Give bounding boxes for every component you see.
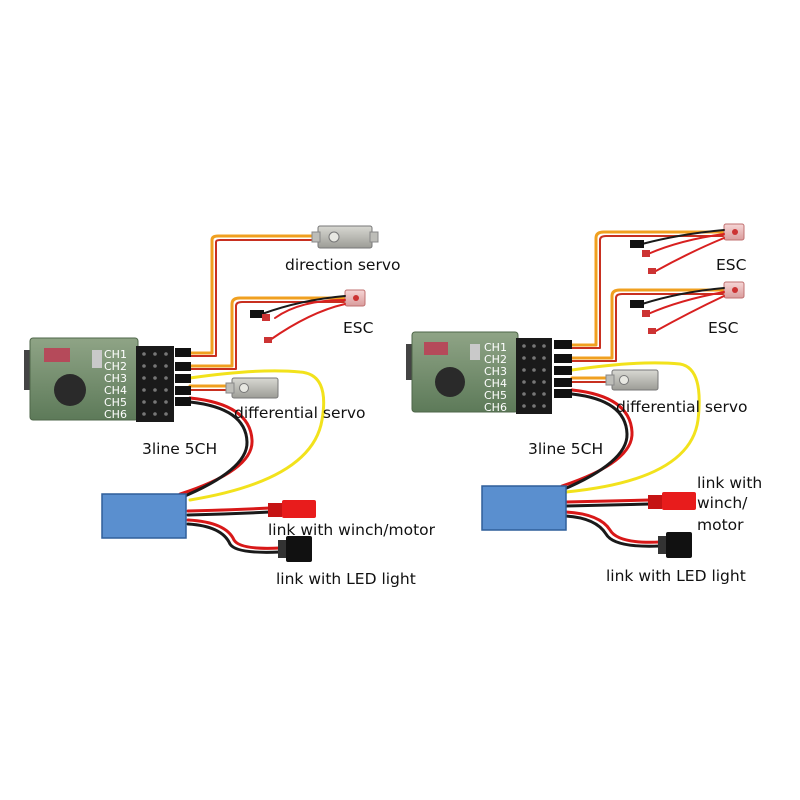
right-winch-label-line2: winch/ — [697, 494, 748, 512]
left-channel-label: CH4 — [104, 384, 127, 397]
right-esc-2-label: ESC — [708, 319, 738, 337]
left-switch-box — [101, 493, 187, 539]
left-ch2-wire-orange — [188, 296, 347, 368]
right-led-wire-red — [564, 510, 662, 544]
left-wires — [178, 234, 347, 554]
right-power-wire-black — [560, 392, 629, 492]
right-esc-2 — [630, 281, 745, 334]
right-pin-header — [516, 338, 552, 414]
right-ch1-wire-orange — [570, 230, 726, 347]
right-plug-ch5 — [554, 389, 572, 398]
left-yellow-wire — [188, 369, 326, 502]
right-switch-box — [481, 485, 567, 531]
right-receiver-chip — [435, 367, 465, 397]
left-winch-label: link with winch/motor — [268, 521, 436, 539]
right-pin-grid — [522, 344, 546, 408]
left-receiver: CH1 CH2 CH3 CH4 CH5 CH6 — [24, 337, 191, 422]
left-receiver-chip — [54, 374, 86, 406]
left-winch-wire-red — [186, 506, 272, 513]
left-direction-servo-label: direction servo — [285, 256, 401, 274]
left-led-wire-black — [186, 522, 282, 554]
left-power-wire-black — [178, 400, 249, 500]
right-winch-wire-red — [564, 498, 652, 504]
right-led-wire-black — [564, 514, 662, 548]
left-esc-label: ESC — [343, 319, 373, 337]
right-receiver-crystal — [470, 344, 480, 360]
left-esc — [250, 289, 366, 343]
right-channel-label: CH5 — [484, 389, 507, 402]
left-plug-ch5 — [175, 397, 191, 406]
left-plug-ch4 — [175, 386, 191, 395]
left-diagram: CH1 CH2 CH3 CH4 CH5 CH6 — [24, 225, 436, 588]
right-config-label: 3line 5CH — [528, 440, 603, 458]
right-receiver-antenna-stub — [406, 344, 412, 380]
left-winch-connector — [268, 500, 316, 518]
right-channel-label: CH2 — [484, 353, 507, 366]
left-ch2-wire-red — [189, 301, 346, 370]
left-ch1-wire-red — [189, 239, 323, 357]
right-esc-1-label: ESC — [716, 256, 746, 274]
right-esc-1 — [630, 223, 745, 274]
right-ch1-wire-red — [571, 235, 725, 349]
right-winch-label-line3: motor — [697, 516, 744, 534]
left-pin-header — [136, 346, 174, 422]
right-receiver-component — [424, 342, 448, 355]
left-receiver-crystal — [92, 350, 102, 368]
left-led-label: link with LED light — [276, 570, 416, 588]
left-channel-label: CH3 — [104, 372, 127, 385]
right-plug-ch3 — [554, 366, 572, 375]
left-direction-servo — [311, 225, 379, 249]
right-receiver: CH1 CH2 CH3 CH4 CH5 CH6 — [406, 331, 572, 414]
left-plug-ch3 — [175, 374, 191, 383]
left-differential-servo — [225, 377, 279, 399]
right-plug-ch2 — [554, 354, 572, 363]
right-wires — [560, 230, 726, 548]
left-ch1-wire-orange — [188, 234, 324, 355]
right-ch2-wire-orange — [570, 288, 726, 360]
right-plug-ch4 — [554, 378, 572, 387]
right-channel-label: CH1 — [484, 341, 507, 354]
right-differential-servo-label: differential servo — [616, 398, 748, 416]
left-channel-labels: CH1 CH2 CH3 CH4 CH5 CH6 — [104, 348, 127, 421]
left-channel-label: CH2 — [104, 360, 127, 373]
right-differential-servo — [605, 369, 659, 391]
left-config-label: 3line 5CH — [142, 440, 217, 458]
right-diagram: CH1 CH2 CH3 CH4 CH5 CH6 — [406, 223, 762, 585]
right-channel-labels: CH1 CH2 CH3 CH4 CH5 CH6 — [484, 341, 507, 414]
left-plug-ch2 — [175, 362, 191, 371]
left-led-wire-red — [186, 518, 282, 550]
left-plug-ch1 — [175, 348, 191, 357]
left-winch-wire-black — [186, 510, 272, 517]
left-pin-grid — [142, 352, 168, 416]
right-winch-label-line1: link with — [697, 474, 762, 492]
right-winch-wire-black — [564, 502, 652, 508]
left-channel-label: CH6 — [104, 408, 127, 421]
right-winch-connector — [648, 492, 696, 510]
right-channel-label: CH6 — [484, 401, 507, 414]
right-yellow-wire — [564, 361, 701, 494]
left-receiver-component — [44, 348, 70, 362]
right-plug-ch1 — [554, 340, 572, 349]
right-ch2-wire-red — [571, 293, 725, 362]
right-channel-label: CH3 — [484, 365, 507, 378]
left-receiver-antenna-stub — [24, 350, 30, 390]
left-differential-servo-label: differential servo — [234, 404, 366, 422]
right-channel-label: CH4 — [484, 377, 507, 390]
left-led-connector — [278, 536, 312, 562]
right-led-connector — [658, 532, 692, 558]
left-channel-label: CH1 — [104, 348, 127, 361]
right-led-label: link with LED light — [606, 567, 746, 585]
left-channel-label: CH5 — [104, 396, 127, 409]
